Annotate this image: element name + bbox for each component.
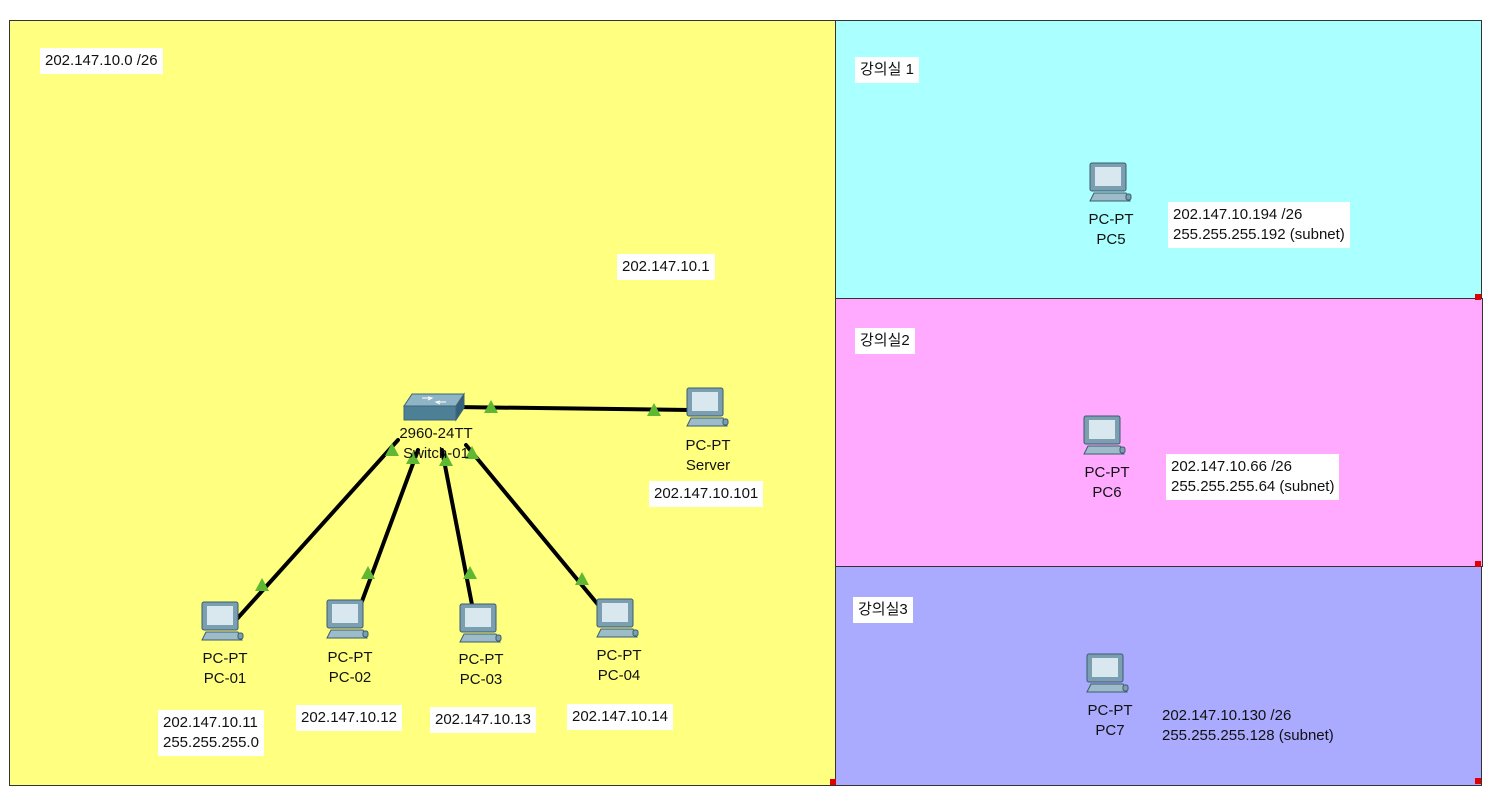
pc-icon-pc01[interactable]	[198, 600, 244, 646]
link-up-triangle	[647, 403, 661, 416]
zone-room2-label: 강의실2	[855, 328, 915, 354]
pc5-label: PC-PT PC5	[1089, 210, 1134, 250]
pc01-ip: 202.147.10.11	[163, 714, 258, 731]
pc04-ip-label: 202.147.10.14	[567, 704, 673, 730]
pc5-ip-label: 202.147.10.194 /26 255.255.255.192 (subn…	[1168, 202, 1350, 248]
pc6-ip: 202.147.10.66 /26	[1171, 458, 1292, 475]
pc-icon-pc7[interactable]	[1083, 652, 1129, 698]
pc-icon-pc04[interactable]	[593, 597, 639, 643]
device-name: PC6	[1092, 484, 1122, 501]
pc-icon-pc02[interactable]	[323, 598, 369, 644]
link-up-triangle	[385, 443, 399, 456]
pc03-ip-label: 202.147.10.13	[430, 707, 536, 733]
link-up-triangle	[439, 453, 453, 466]
zone-corner-marker	[830, 779, 836, 785]
device-name: PC-04	[597, 667, 641, 684]
pc7-ip-label: 202.147.10.130 /26 255.255.255.128 (subn…	[1157, 703, 1339, 749]
device-name: PC5	[1096, 231, 1126, 248]
pc-icon-pc6[interactable]	[1080, 414, 1126, 460]
link-switch-pc02	[356, 448, 420, 614]
device-name: Server	[685, 457, 731, 474]
pc-icon-pc5[interactable]	[1086, 161, 1132, 207]
pc7-mask: 255.255.255.128 (subnet)	[1162, 727, 1334, 744]
link-up-triangle	[465, 446, 479, 459]
pc02-ip-label: 202.147.10.12	[296, 705, 402, 731]
pc02-label: PC-PT PC-02	[328, 648, 373, 688]
zone-room1-label: 강의실 1	[855, 57, 919, 83]
pc01-mask: 255.255.255.0	[163, 734, 259, 751]
device-type: PC-PT	[327, 649, 373, 666]
pc01-label: PC-PT PC-01	[203, 649, 248, 689]
gateway-ip-label: 202.147.10.1	[617, 254, 715, 280]
zone-corner-marker	[1475, 778, 1481, 784]
link-switch-pc03	[440, 448, 476, 617]
pc6-mask: 255.255.255.64 (subnet)	[1171, 478, 1335, 495]
zone-corner-marker	[1475, 561, 1481, 567]
pc03-label: PC-PT PC-03	[459, 650, 504, 690]
switch-label: 2960-24TT Switch-01	[399, 424, 472, 464]
device-type: PC-PT	[1088, 211, 1134, 228]
pc01-ip-label: 202.147.10.11 255.255.255.0	[158, 710, 264, 756]
link-up-triangle	[484, 400, 498, 413]
zone-corner-marker	[1475, 294, 1481, 300]
device-name: PC-02	[328, 669, 372, 686]
pc04-label: PC-PT PC-04	[597, 646, 642, 686]
switch-model: 2960-24TT	[399, 425, 473, 442]
device-name: PC-01	[203, 670, 247, 687]
device-name: PC-03	[459, 671, 503, 688]
server-label: PC-PT Server	[686, 436, 731, 476]
link-up-triangle	[255, 578, 269, 591]
pc7-ip: 202.147.10.130 /26	[1162, 707, 1292, 724]
link-up-triangle	[463, 566, 477, 579]
link-switch-pc01	[234, 438, 400, 622]
device-type: PC-PT	[1087, 702, 1133, 719]
device-type: PC-PT	[458, 651, 504, 668]
pc-icon-pc03[interactable]	[456, 602, 502, 648]
pc-icon-server[interactable]	[683, 386, 729, 432]
zone-room3	[835, 566, 1482, 786]
zone-main-label: 202.147.10.0 /26	[40, 48, 163, 74]
switch-name: Switch-01	[403, 445, 469, 462]
pc5-mask: 255.255.255.192 (subnet)	[1173, 226, 1345, 243]
link-up-triangle	[575, 572, 589, 585]
device-type: PC-PT	[685, 437, 731, 454]
device-type: PC-PT	[202, 650, 248, 667]
pc6-ip-label: 202.147.10.66 /26 255.255.255.64 (subnet…	[1166, 454, 1340, 500]
link-switch-pc04	[464, 443, 602, 609]
pc5-ip: 202.147.10.194 /26	[1173, 206, 1303, 223]
link-up-triangle	[406, 451, 420, 464]
server-ip-label: 202.147.10.101	[649, 481, 764, 507]
link-up-triangle	[361, 566, 375, 579]
device-type: PC-PT	[596, 647, 642, 664]
switch-icon[interactable]	[402, 392, 466, 424]
zone-room3-label: 강의실3	[853, 597, 913, 623]
pc6-label: PC-PT PC6	[1085, 463, 1130, 503]
zone-room1	[835, 20, 1482, 299]
device-name: PC7	[1095, 722, 1125, 739]
pc7-label: PC-PT PC7	[1088, 701, 1133, 741]
device-type: PC-PT	[1084, 464, 1130, 481]
